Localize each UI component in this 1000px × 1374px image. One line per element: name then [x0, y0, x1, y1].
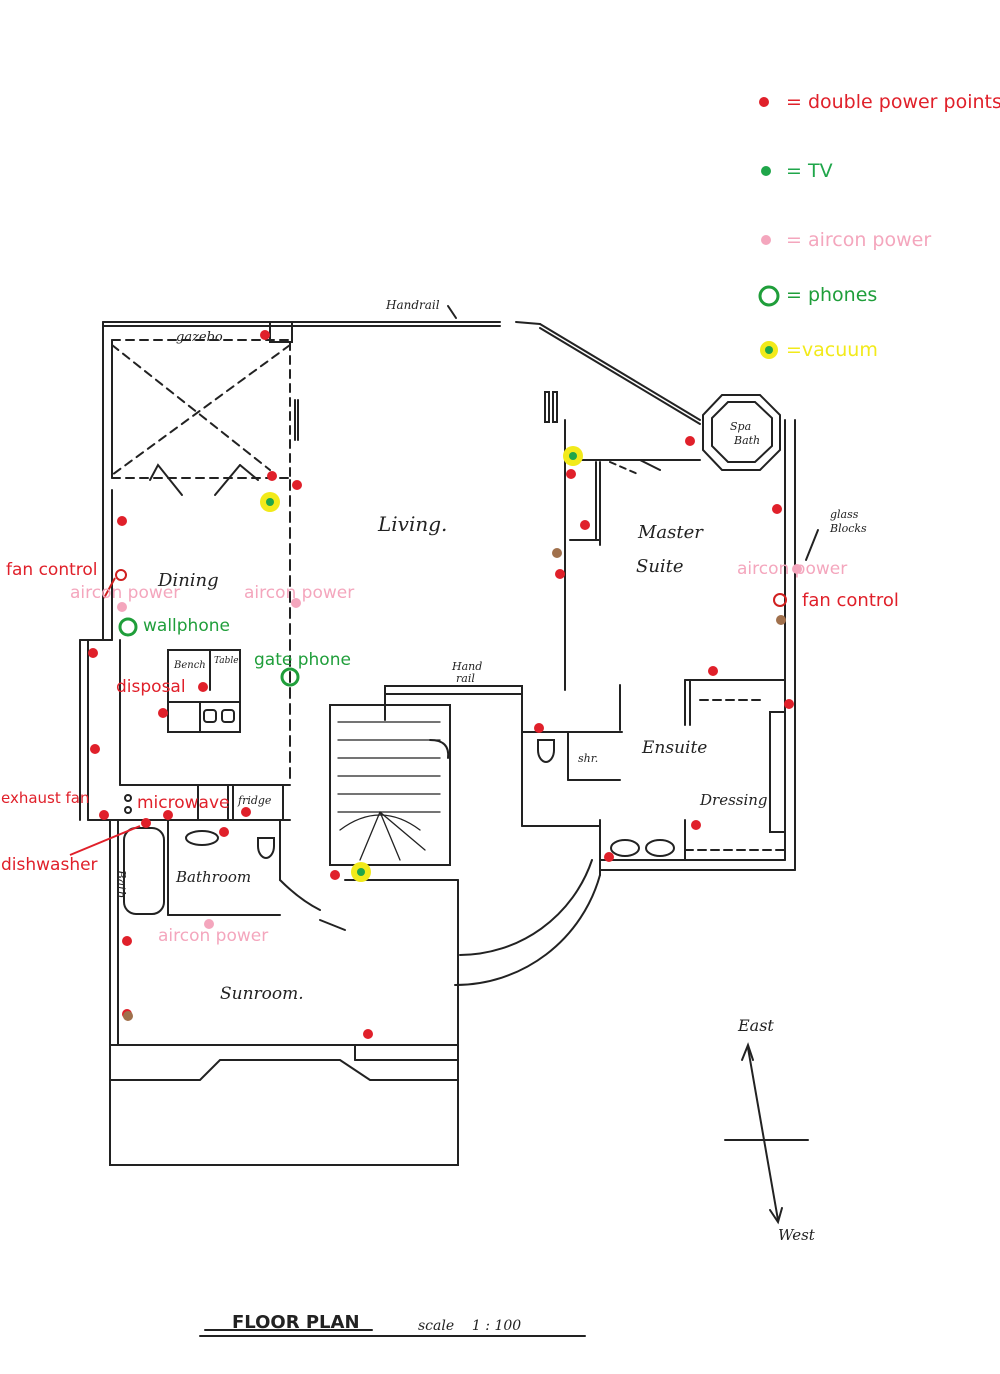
brown-marker: [552, 548, 562, 558]
legend-power-marker: [759, 97, 769, 107]
power-point-marker: [363, 1029, 373, 1039]
aircon-marker: [291, 598, 301, 608]
vacuum-tv-marker: [266, 498, 274, 506]
power-point-marker: [90, 744, 100, 754]
room-ensuite: Ensuite: [642, 738, 708, 758]
room-suite: Suite: [636, 556, 684, 577]
annot-fan-control-right: fan control: [802, 590, 899, 611]
power-point-marker: [555, 569, 565, 579]
annot-aircon-living: aircon power: [244, 583, 355, 603]
room-dining: Dining: [158, 570, 219, 591]
room-spa: Spa: [730, 420, 752, 433]
annot-fan-control-left: fan control: [6, 560, 98, 580]
room-master: Master: [638, 522, 703, 543]
power-point-marker: [241, 807, 251, 817]
annot-aircon-master: aircon power: [737, 559, 848, 579]
power-point-marker: [158, 708, 168, 718]
legend-tv-marker: [761, 166, 771, 176]
annot-aircon-sunroom: aircon power: [158, 926, 269, 946]
power-point-marker: [219, 827, 229, 837]
glass-label: glass: [830, 508, 859, 521]
blocks-label: Blocks: [830, 522, 867, 535]
annot-wallphone: wallphone: [143, 616, 230, 636]
compass-west: West: [778, 1226, 815, 1244]
power-point-marker: [708, 666, 718, 676]
room-dressing: Dressing: [700, 791, 768, 809]
handrail-top-label: Handrail: [386, 298, 440, 312]
bench-label: Bench: [174, 660, 206, 671]
annot-aircon-dining: aircon power: [70, 583, 181, 603]
fan-control-pointer: [103, 577, 116, 599]
power-point-marker: [117, 516, 127, 526]
power-point-marker: [604, 852, 614, 862]
plan-scale: scale 1 : 100: [418, 1318, 522, 1334]
aircon-marker: [117, 602, 127, 612]
annot-exhaust-fan: exhaust fan: [1, 789, 90, 807]
power-point-marker: [99, 810, 109, 820]
room-living: Living.: [378, 512, 448, 536]
power-point-marker: [141, 818, 151, 828]
annot-gate-phone: gate phone: [254, 650, 351, 670]
aircon-marker: [792, 564, 802, 574]
fridge-label: fridge: [238, 794, 272, 807]
room-spa-bath: Bath: [734, 434, 761, 447]
legend-phone-marker: [758, 285, 780, 307]
annot-microwave: microwave: [137, 793, 230, 813]
room-bath: Bath: [114, 870, 128, 899]
legend-vacuum-center: [765, 346, 773, 354]
power-point-marker: [580, 520, 590, 530]
fan-control-marker: [773, 593, 787, 607]
power-point-marker: [88, 648, 98, 658]
brown-marker: [123, 1011, 133, 1021]
hand-label: Hand: [452, 660, 483, 673]
power-point-marker: [566, 469, 576, 479]
power-point-marker: [534, 723, 544, 733]
annot-disposal: disposal: [116, 677, 186, 697]
vacuum-tv-marker: [357, 868, 365, 876]
legend-aircon: = aircon power: [786, 229, 932, 251]
rail-label: rail: [456, 672, 475, 685]
power-point-marker: [122, 936, 132, 946]
power-point-marker: [260, 330, 270, 340]
room-sunroom: Sunroom.: [220, 984, 304, 1004]
table-label: Table: [214, 656, 239, 666]
power-point-marker: [163, 810, 173, 820]
power-point-marker: [784, 699, 794, 709]
power-point-marker: [198, 682, 208, 692]
gate-phone-marker: [280, 667, 300, 687]
room-bathroom: Bathroom: [176, 868, 252, 886]
power-point-marker: [685, 436, 695, 446]
aircon-marker: [204, 919, 214, 929]
fan-control-marker: [115, 569, 127, 581]
brown-marker: [776, 615, 786, 625]
legend-phones: = phones: [786, 284, 878, 306]
plan-title: FLOOR PLAN: [232, 1312, 360, 1333]
power-point-marker: [267, 471, 277, 481]
vacuum-tv-marker: [569, 452, 577, 460]
room-gazebo: gazebo: [176, 330, 223, 345]
dishwasher-pointer: [69, 825, 141, 856]
shower-label: shr.: [578, 752, 599, 765]
compass-east: East: [738, 1016, 774, 1035]
power-point-marker: [330, 870, 340, 880]
legend-tv: = TV: [786, 160, 833, 182]
legend-aircon-marker: [761, 235, 771, 245]
legend-vacuum: =vacuum: [786, 339, 878, 361]
legend-power: = double power points: [786, 91, 1000, 113]
power-point-marker: [691, 820, 701, 830]
wallphone-marker: [118, 617, 138, 637]
annot-dishwasher: dishwasher: [1, 855, 98, 875]
power-point-marker: [292, 480, 302, 490]
power-point-marker: [772, 504, 782, 514]
